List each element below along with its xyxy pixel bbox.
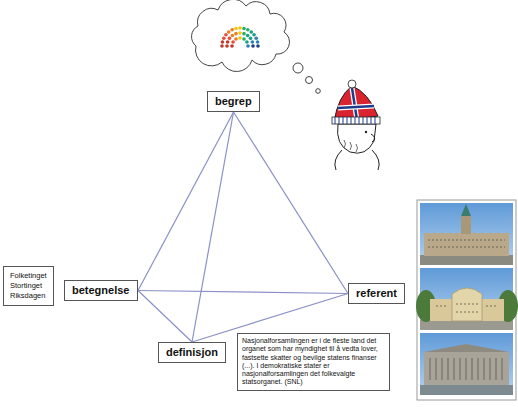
seat-dot xyxy=(249,30,253,34)
node-text: Folketinget Stortinget Riksdagen xyxy=(10,271,47,300)
seat-dot xyxy=(252,33,256,37)
seat-dot xyxy=(246,28,250,32)
node-text: referent xyxy=(356,287,397,300)
seat-dot xyxy=(220,44,224,48)
seat-dot xyxy=(231,34,235,38)
seat-dot xyxy=(242,27,246,31)
photo-riksdagen xyxy=(420,333,513,395)
tetrahedron-edge xyxy=(192,112,234,342)
photo-stortinget xyxy=(416,268,518,330)
tetrahedron-edge xyxy=(234,112,349,294)
seat-dot xyxy=(234,32,238,36)
seat-dot xyxy=(226,40,230,44)
seat-dot xyxy=(251,40,255,44)
photo-folketinget xyxy=(420,203,513,265)
seat-dot xyxy=(234,27,238,31)
seat-dot xyxy=(224,33,228,37)
seat-dot xyxy=(230,28,234,32)
tetrahedron-edge xyxy=(138,291,348,294)
node-text: begrep xyxy=(215,95,252,108)
tetrahedron-edge xyxy=(138,112,234,291)
seat-dot xyxy=(225,44,229,48)
thought-cloud xyxy=(192,0,290,72)
node-text: Nasjonalforsamlingen er i de fleste land… xyxy=(242,337,385,387)
node-text: betegnelse xyxy=(72,284,130,297)
seat-dot xyxy=(238,26,242,30)
seat-dot xyxy=(256,40,260,44)
seat-dot xyxy=(234,37,238,41)
seat-dot xyxy=(222,36,226,40)
thought-bubble xyxy=(306,77,313,84)
term-list-box: Folketinget Stortinget Riksdagen xyxy=(3,266,54,306)
seat-dot xyxy=(246,44,250,48)
seat-dot xyxy=(246,34,250,38)
seat-dot xyxy=(256,44,260,48)
parliament-seats xyxy=(220,26,260,48)
seat-dot xyxy=(249,37,253,41)
concept-box: begrep xyxy=(207,91,260,112)
seat-dot xyxy=(227,30,231,34)
seat-dot xyxy=(221,40,225,44)
seat-dot xyxy=(254,36,258,40)
referent-box: referent xyxy=(348,283,405,304)
thought-bubble xyxy=(316,89,321,94)
person-figure xyxy=(332,80,380,170)
node-text: definisjon xyxy=(166,346,218,359)
term-box: betegnelse xyxy=(64,280,138,301)
parliament-photos xyxy=(416,200,518,400)
seat-dot xyxy=(230,44,234,48)
seat-dot xyxy=(251,44,255,48)
seat-dot xyxy=(231,40,235,44)
seat-dot xyxy=(245,40,249,44)
seat-dot xyxy=(242,32,246,36)
seat-dot xyxy=(238,31,242,35)
definition-text-box: Nasjonalforsamlingen er i de fleste land… xyxy=(237,333,390,391)
seat-dot xyxy=(228,37,232,41)
definition-label-box: definisjon xyxy=(158,342,226,363)
thought-bubble xyxy=(293,63,303,73)
seat-dot xyxy=(238,36,242,40)
tetrahedron-edge xyxy=(138,291,192,343)
seat-dot xyxy=(242,37,246,41)
